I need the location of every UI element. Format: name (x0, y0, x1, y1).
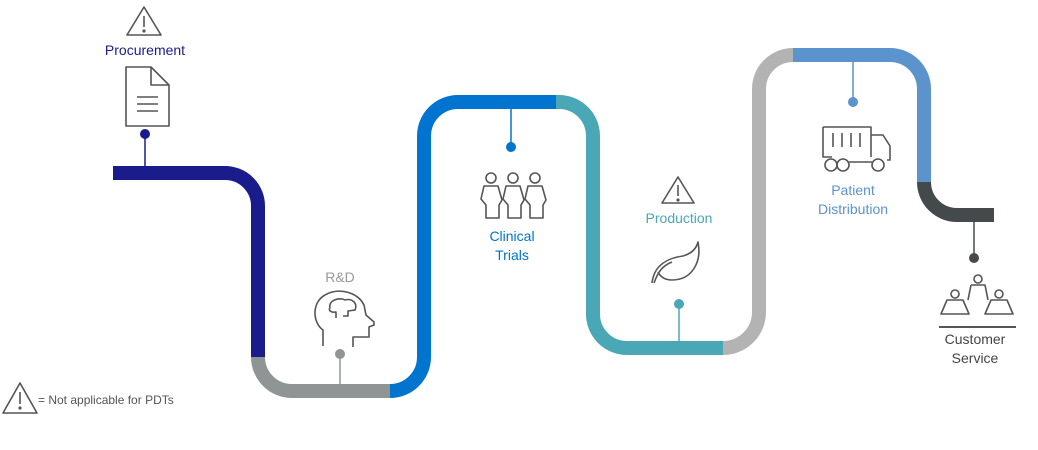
connector-clinical (506, 108, 516, 152)
stage-label-customer-service: Customer Service (945, 330, 1006, 368)
label-line: Service (951, 350, 999, 366)
path-segment-rnd (251, 356, 390, 398)
path-segment-clinical (389, 95, 556, 398)
truck-icon (822, 126, 891, 172)
document-icon (125, 66, 170, 127)
connector-procurement (140, 129, 150, 167)
label-line: Patient (831, 182, 875, 198)
label-line: Customer (944, 331, 1006, 347)
warning-icon (126, 6, 162, 36)
label-line: Trials (495, 247, 529, 263)
connector-production (674, 299, 684, 342)
connector-distribution (848, 61, 858, 107)
path-segment-production (556, 95, 723, 355)
path-segment-gap (722, 48, 794, 355)
stage-label-production: Production (645, 210, 713, 226)
label-line: Clinical (489, 228, 535, 244)
stage-label-patient-distribution: Patient Distribution (818, 181, 888, 219)
warning-icon (661, 176, 695, 204)
people-icon (480, 172, 547, 219)
path-segment-distribution (793, 48, 931, 182)
team-icon (939, 274, 1016, 328)
brain-head-icon (314, 290, 375, 347)
connector-customer (969, 221, 979, 263)
stage-label-procurement: Procurement (104, 42, 186, 58)
warning-icon (2, 382, 38, 414)
path-segment-procurement (113, 166, 265, 357)
path-segment-customer (917, 181, 994, 222)
legend-text: = Not applicable for PDTs (38, 393, 174, 407)
stage-label-clinical-trials: Clinical Trials (489, 227, 534, 265)
stage-label-rnd: R&D (325, 269, 355, 285)
leaf-icon (651, 241, 700, 284)
connector-rnd (335, 349, 345, 385)
label-line: Distribution (817, 201, 889, 217)
